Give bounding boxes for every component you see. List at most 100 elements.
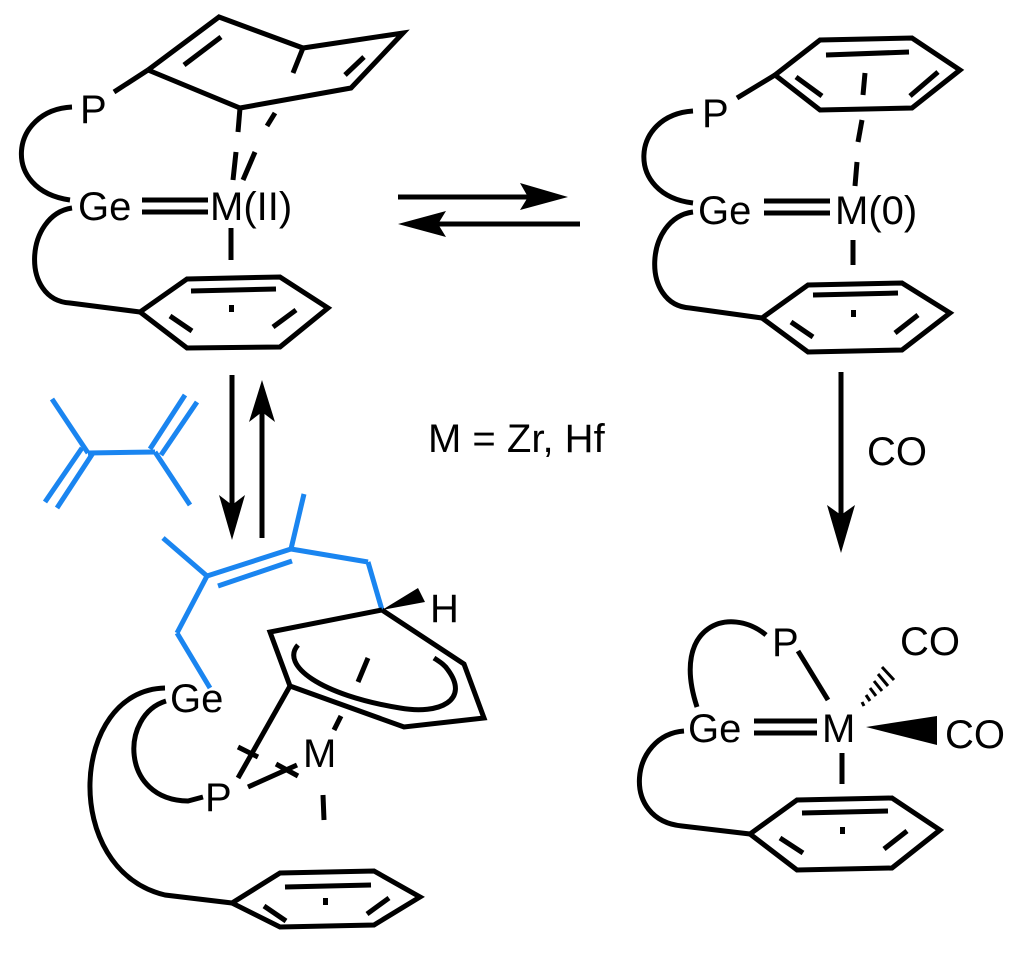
- arrow-right-head: [520, 183, 568, 210]
- p-m-bond: [795, 649, 831, 702]
- tether-ge-arene: [636, 728, 751, 837]
- complex-M0: P Ge M(0): [641, 35, 965, 355]
- p-ring-bond: [735, 72, 777, 101]
- ring-double-bond: [182, 35, 223, 67]
- arene-center-mark: [229, 305, 234, 312]
- complex-MII: P Ge M(II): [18, 14, 410, 351]
- metal-definition: M = Zr, Hf: [428, 417, 606, 461]
- arrow-down-head: [219, 495, 245, 540]
- arrow-down-head: [827, 505, 855, 553]
- ge-m-dash: [236, 744, 260, 760]
- diene-central-bond: [87, 449, 156, 456]
- chain-bond: [174, 574, 210, 635]
- arene-double-bond: [812, 290, 899, 298]
- tether-ge-arene: [652, 209, 763, 321]
- bottom-arene: [757, 280, 955, 355]
- equilibrium-arrows: [398, 183, 580, 237]
- arene-double-bond: [284, 882, 372, 890]
- arene-double-bond: [271, 307, 298, 330]
- hashed-wedge-co: [860, 665, 896, 707]
- bottom-arene: [135, 274, 333, 351]
- tether-ge-arene: [87, 685, 233, 906]
- ring-double-bond: [343, 55, 366, 77]
- label-Ge: Ge: [170, 677, 223, 721]
- label-P: P: [205, 776, 232, 820]
- arene-double-bond: [365, 895, 391, 917]
- arrow-up-head: [249, 380, 275, 422]
- tether-ge-arene: [32, 205, 141, 315]
- tether-p-ge: [687, 619, 768, 708]
- complex-carbonyl: P Ge M CO CO: [636, 619, 1005, 873]
- ring-coord-dash: [290, 47, 306, 74]
- wedge-bond-H: [382, 588, 425, 610]
- label-P: P: [80, 88, 107, 132]
- diene-methyl: [49, 397, 91, 455]
- vertical-arrows-left: [219, 375, 275, 540]
- coord-dash: [852, 161, 860, 187]
- allyl-ellipse: [291, 643, 458, 713]
- reagent-co: CO: [867, 430, 927, 474]
- arene-double-bond: [908, 70, 940, 98]
- coord-dash: [331, 714, 344, 732]
- arene-center-mark: [851, 310, 856, 317]
- p-ring-bond: [112, 67, 150, 95]
- diene-reagent: [42, 393, 200, 510]
- label-Ge: Ge: [688, 707, 741, 751]
- label-co-lower: CO: [945, 713, 1005, 757]
- diene-double-bond: [54, 451, 96, 510]
- ring: [266, 607, 488, 730]
- arene-double-bond: [882, 829, 909, 851]
- tether-p-ge: [641, 108, 694, 206]
- chain-bond: [290, 546, 369, 565]
- label-metal: M(II): [210, 185, 292, 229]
- diene-double-bond: [158, 400, 200, 457]
- arene-double-bond: [789, 319, 815, 340]
- arene-double-bond: [801, 808, 889, 816]
- label-co-upper: CO: [900, 620, 960, 664]
- solid-wedge-co: [866, 716, 937, 745]
- chain-double-bond: [217, 558, 293, 589]
- label-P: P: [702, 92, 729, 136]
- arene-double-bond: [825, 49, 910, 58]
- label-P: P: [772, 621, 799, 665]
- label-metal: M: [822, 707, 855, 751]
- label-Ge: Ge: [698, 189, 751, 233]
- arene-double-bond: [778, 835, 805, 856]
- chain-methyl: [161, 536, 209, 578]
- bottom-arene: [745, 795, 945, 873]
- arrow-left-head: [398, 211, 446, 237]
- arene-center-mark: [323, 898, 328, 905]
- upper-arene: [770, 35, 965, 113]
- coord-dash: [240, 151, 258, 181]
- chain-double-bond: [206, 546, 292, 579]
- chain-bond: [174, 631, 213, 690]
- arene-double-bond: [190, 286, 277, 294]
- label-Ge: Ge: [78, 185, 131, 229]
- arene-double-bond: [262, 903, 288, 924]
- diene-double-bond: [147, 393, 188, 451]
- coord-dash: [320, 794, 327, 821]
- diene-double-bond: [42, 446, 85, 504]
- coord-dash: [230, 151, 239, 181]
- c-p-bond: [235, 684, 293, 780]
- coord-dash: [355, 657, 371, 683]
- label-H: H: [430, 587, 459, 631]
- coord-dash: [235, 107, 243, 133]
- arene-center-mark: [840, 827, 845, 834]
- label-metal: M(0): [835, 189, 917, 233]
- co-arrow: CO: [827, 372, 927, 553]
- tether-p-ge: [18, 104, 73, 203]
- p-m-bond: [246, 762, 299, 790]
- chain-bond: [365, 561, 385, 611]
- coord-dash: [860, 72, 868, 96]
- coord-dash: [855, 119, 865, 143]
- coord-dash: [264, 111, 278, 128]
- arene-double-bond: [893, 313, 920, 335]
- arene-double-bond: [794, 74, 824, 99]
- complex-diene-adduct: H Ge M P: [87, 493, 488, 930]
- arene-double-bond: [168, 313, 194, 334]
- chain-methyl: [288, 493, 307, 550]
- bottom-arene: [226, 868, 425, 930]
